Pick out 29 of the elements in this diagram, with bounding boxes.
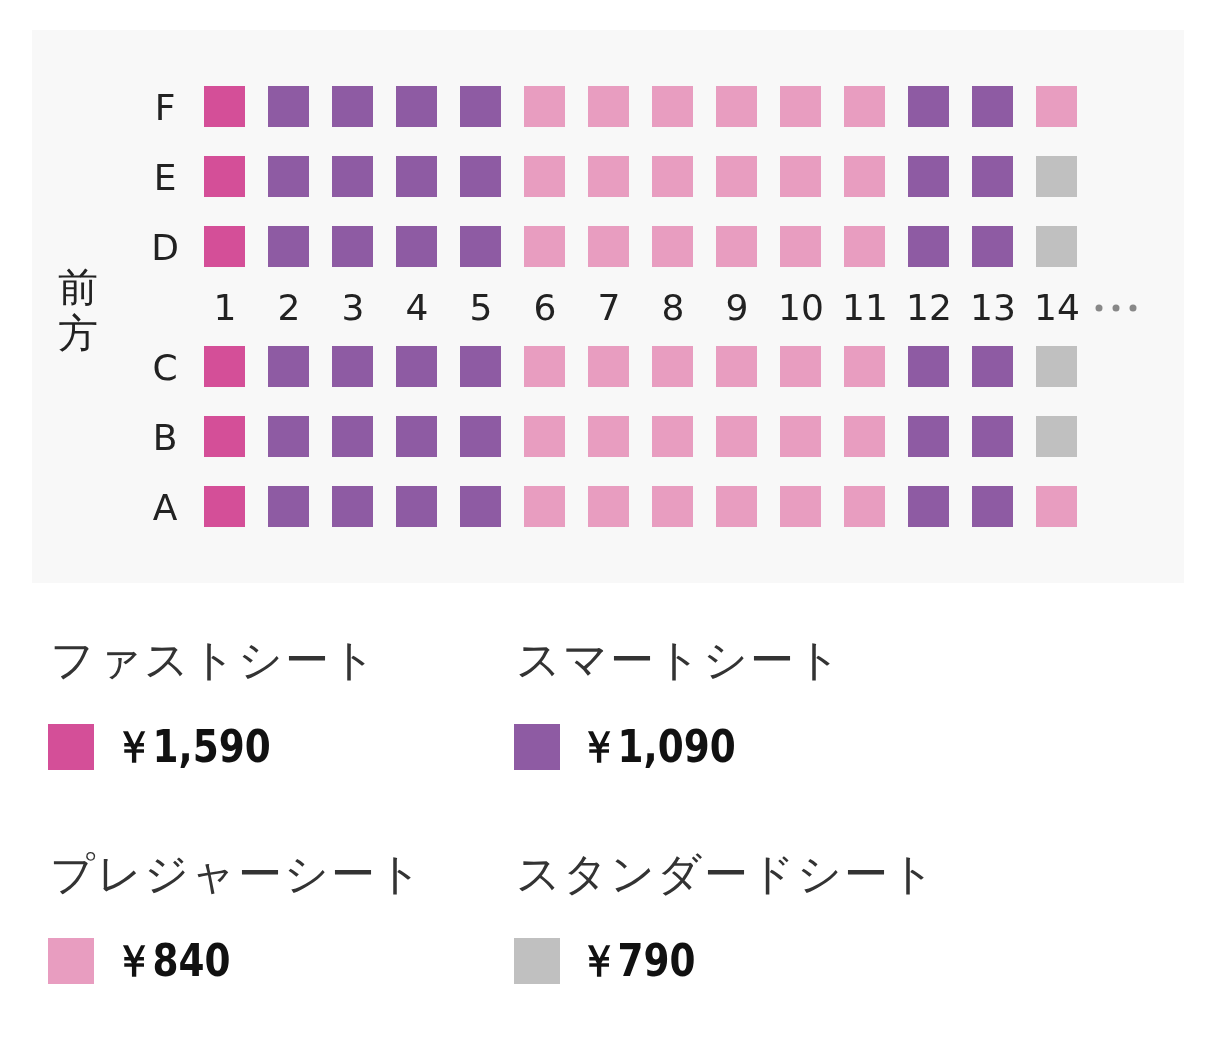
- row-label: C: [152, 350, 178, 386]
- seat-number: 7: [597, 290, 621, 326]
- row-label: D: [151, 230, 179, 266]
- seat-number: 12: [906, 290, 952, 326]
- price-label: ￥1,590: [115, 725, 271, 769]
- seat-number: 4: [405, 290, 429, 326]
- seat-number: 1: [213, 290, 237, 326]
- seat-number: 3: [341, 290, 365, 326]
- price-label: ￥790: [580, 939, 696, 983]
- seat-type-label: スタンダードシート: [516, 852, 937, 896]
- seat-type-label: スマートシート: [516, 638, 843, 682]
- row-label: A: [152, 490, 178, 526]
- direction-label: 前方: [58, 264, 99, 356]
- seat-type-label: ファストシート: [50, 638, 378, 682]
- price-label: ￥1,090: [580, 725, 736, 769]
- seat-number: 5: [469, 290, 493, 326]
- seat-number: 8: [661, 290, 685, 326]
- seat-number: 10: [778, 290, 824, 326]
- row-label: B: [152, 420, 178, 456]
- seat-number: 13: [970, 290, 1016, 326]
- row-label: E: [153, 160, 177, 196]
- seat-number: 2: [277, 290, 301, 326]
- seat-number: 9: [725, 290, 749, 326]
- seat-number: 14: [1034, 290, 1080, 326]
- price-label: ￥840: [115, 939, 231, 983]
- seat-type-label: プレジャーシート: [50, 852, 424, 896]
- seat-number: 6: [533, 290, 557, 326]
- row-label: F: [154, 90, 176, 126]
- seat-number: 11: [842, 290, 888, 326]
